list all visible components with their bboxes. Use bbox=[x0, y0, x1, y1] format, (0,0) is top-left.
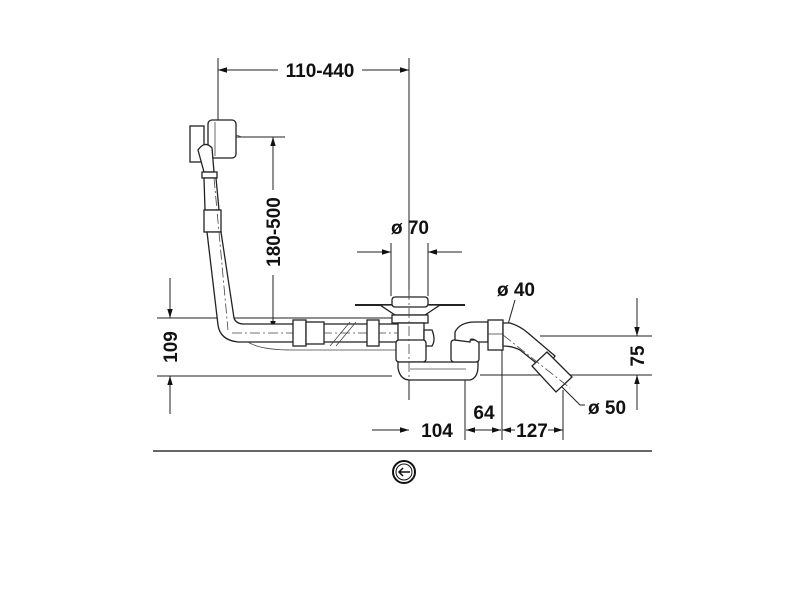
dimension-height-left: 109 bbox=[157, 278, 392, 414]
label-dist-c: 127 bbox=[516, 421, 548, 442]
outlet-elbow bbox=[487, 319, 573, 393]
dimension-waste-diameter: ø 70 bbox=[357, 218, 462, 296]
direction-arrow-left-icon bbox=[392, 460, 416, 484]
dimension-overflow-height: 180-500 bbox=[232, 136, 285, 330]
leader-outlet-diameter: ø 50 bbox=[559, 384, 626, 419]
waste-fitting bbox=[355, 290, 489, 381]
label-dist-b: 64 bbox=[473, 403, 495, 424]
dimension-height-right: 75 bbox=[480, 298, 652, 410]
label-overflow-offset: 110-440 bbox=[286, 61, 355, 82]
label-height-left: 109 bbox=[161, 331, 182, 363]
overflow-pipe bbox=[201, 171, 401, 351]
overflow-head bbox=[189, 119, 243, 173]
dimension-bottom-chain: 104 64 127 bbox=[372, 350, 564, 442]
label-dist-a: 104 bbox=[421, 421, 453, 442]
label-trap-diameter: ø 40 bbox=[497, 280, 535, 301]
label-waste-diameter: ø 70 bbox=[391, 218, 429, 239]
dimension-overflow-offset: 110-440 bbox=[217, 58, 410, 400]
label-overflow-height: 180-500 bbox=[264, 197, 285, 267]
label-height-right: 75 bbox=[628, 345, 649, 367]
label-outlet-diameter: ø 50 bbox=[588, 398, 626, 419]
